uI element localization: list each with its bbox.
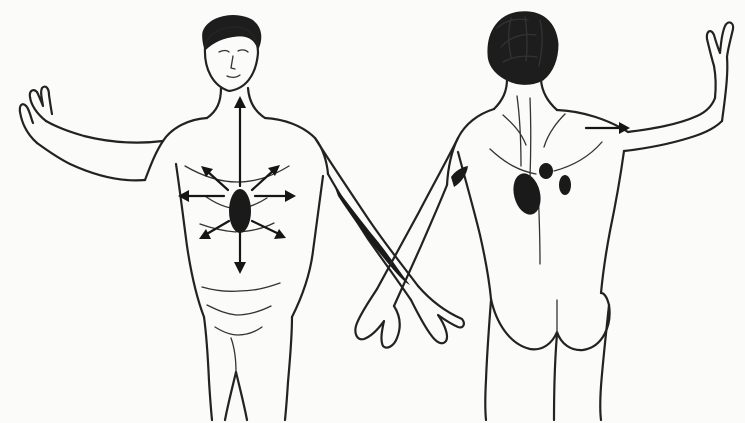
back-figure-legs [485, 300, 609, 420]
front-figure [20, 16, 464, 420]
front-figure-neck [207, 88, 265, 118]
back-figure-right-arm [624, 98, 722, 151]
back-pain-zone-right [559, 175, 571, 195]
front-figure-left-hand [20, 87, 52, 143]
front-figure-arm-shading [334, 185, 410, 285]
arrowhead-down-abdomen [234, 262, 246, 274]
back-figure-left-hand [355, 289, 399, 348]
arrowhead-lower-left [199, 229, 211, 239]
arrow-lower-left [205, 221, 229, 235]
back-figure [355, 12, 733, 420]
arrowhead-lower-right [274, 229, 286, 239]
front-figure-legs [204, 317, 292, 420]
arrowhead-up-neck [234, 96, 246, 108]
arrowhead-right-chest [285, 190, 296, 202]
front-figure-abdomen [202, 283, 280, 372]
arrow-lower-right [252, 221, 279, 234]
back-pain-zone-upper [539, 163, 553, 179]
front-figure-face [219, 50, 248, 77]
front-figure-left-arm [37, 121, 163, 180]
front-chest-pain-zone [229, 189, 251, 233]
back-figure-muscle-lines [490, 96, 602, 264]
back-figure-buttocks [491, 293, 610, 350]
back-figure-hair [488, 12, 558, 85]
back-figure-left-arm [377, 138, 458, 306]
front-figure-right-hand [411, 286, 464, 343]
